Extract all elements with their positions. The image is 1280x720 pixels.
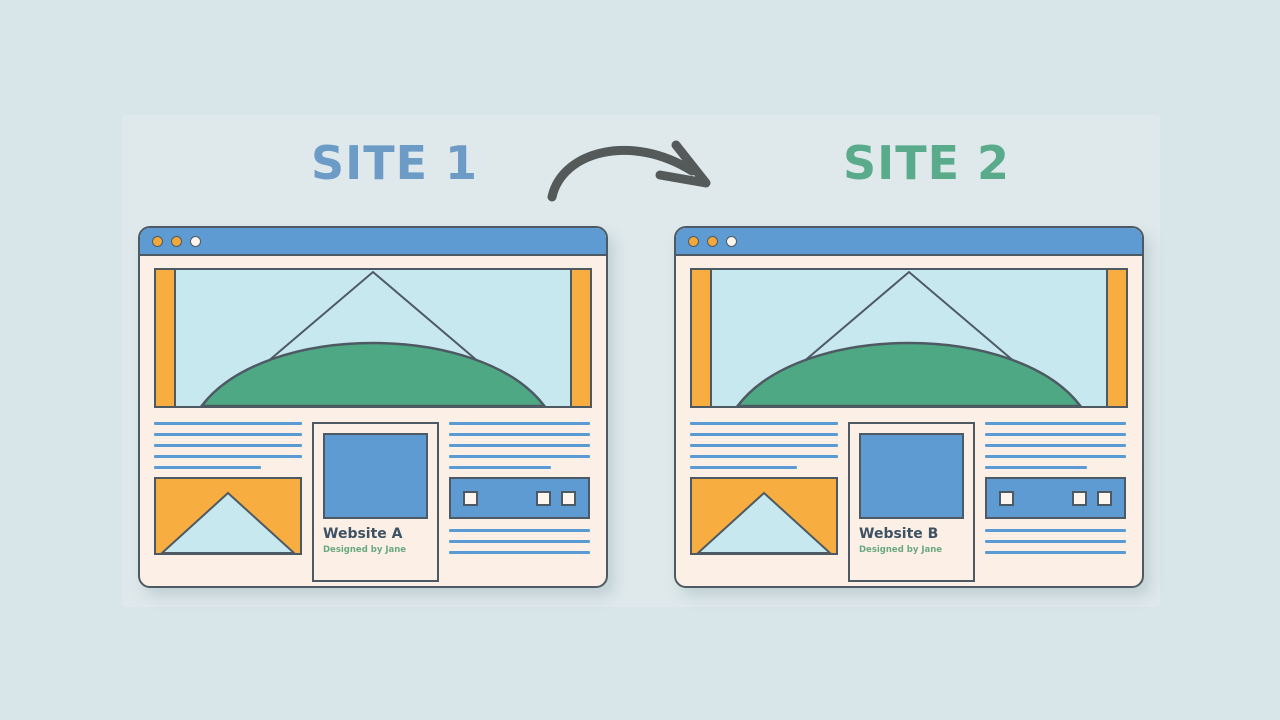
- minimize-dot-icon[interactable]: [171, 235, 182, 247]
- close-dot-icon[interactable]: [688, 235, 699, 247]
- text-line: [449, 444, 590, 447]
- left-column: [154, 422, 302, 582]
- widget-square-icon[interactable]: [536, 490, 551, 506]
- transition-arrow: [540, 125, 740, 215]
- center-column: Website A Designed by Jane: [312, 422, 439, 582]
- hero-banner: [690, 268, 1128, 408]
- text-lines-block: [690, 422, 838, 469]
- right-column: [985, 422, 1126, 582]
- center-column: Website B Designed by Jane: [848, 422, 975, 582]
- card-thumbnail: [323, 433, 428, 519]
- maximize-dot-icon[interactable]: [190, 235, 201, 247]
- toolbar-widget[interactable]: [985, 477, 1126, 519]
- widget-square-icon[interactable]: [999, 490, 1014, 506]
- left-image-placeholder: [690, 477, 838, 555]
- text-line: [985, 529, 1126, 532]
- hero-right-bar: [1106, 270, 1126, 406]
- widget-square-icon[interactable]: [463, 490, 478, 506]
- text-line: [690, 455, 838, 458]
- widget-square-icon[interactable]: [561, 490, 576, 506]
- text-line: [690, 444, 838, 447]
- text-lines-block-bottom: [449, 529, 590, 554]
- titlebar: [140, 228, 606, 256]
- text-line: [690, 422, 838, 425]
- page-viewport: Website B Designed by Jane: [676, 256, 1142, 586]
- text-line: [449, 466, 551, 469]
- content-columns: Website A Designed by Jane: [154, 422, 592, 582]
- text-line: [985, 433, 1126, 436]
- hero-banner: [154, 268, 592, 408]
- minimize-dot-icon[interactable]: [707, 235, 718, 247]
- text-line: [449, 551, 590, 554]
- content-columns: Website B Designed by Jane: [690, 422, 1128, 582]
- text-line: [449, 422, 590, 425]
- card-thumbnail: [859, 433, 964, 519]
- hero-landscape-illustration: [200, 270, 546, 406]
- text-line: [154, 433, 302, 436]
- text-lines-block-top: [985, 422, 1126, 469]
- hero-left-bar: [156, 270, 176, 406]
- site-card[interactable]: Website A Designed by Jane: [312, 422, 439, 582]
- text-line: [449, 529, 590, 532]
- close-dot-icon[interactable]: [152, 235, 163, 247]
- hero-landscape-illustration: [736, 270, 1082, 406]
- browser-window-site-1: Website A Designed by Jane: [138, 226, 608, 588]
- site-card[interactable]: Website B Designed by Jane: [848, 422, 975, 582]
- text-line: [154, 422, 302, 425]
- card-title: Website A: [323, 526, 403, 542]
- text-lines-block: [154, 422, 302, 469]
- text-line: [690, 433, 838, 436]
- hero-left-bar: [692, 270, 712, 406]
- text-line: [154, 455, 302, 458]
- text-line: [449, 455, 590, 458]
- text-line: [154, 466, 261, 469]
- curved-arrow-icon: [547, 140, 711, 202]
- text-line: [985, 551, 1126, 554]
- hero-right-bar: [570, 270, 590, 406]
- text-line: [985, 444, 1126, 447]
- site-1-heading: SITE 1: [311, 136, 479, 190]
- site-2-heading: SITE 2: [843, 136, 1011, 190]
- right-column: [449, 422, 590, 582]
- maximize-dot-icon[interactable]: [726, 235, 737, 247]
- text-line: [690, 466, 797, 469]
- card-title: Website B: [859, 526, 939, 542]
- text-line: [449, 540, 590, 543]
- mountain-icon: [160, 491, 296, 553]
- text-lines-block-bottom: [985, 529, 1126, 554]
- left-image-placeholder: [154, 477, 302, 555]
- text-line: [985, 466, 1087, 469]
- toolbar-widget[interactable]: [449, 477, 590, 519]
- left-column: [690, 422, 838, 582]
- mountain-icon: [696, 491, 832, 553]
- text-line: [154, 444, 302, 447]
- page-viewport: Website A Designed by Jane: [140, 256, 606, 586]
- text-lines-block-top: [449, 422, 590, 469]
- widget-square-icon[interactable]: [1072, 490, 1087, 506]
- text-line: [985, 422, 1126, 425]
- card-subtitle: Designed by Jane: [859, 545, 943, 556]
- widget-square-icon[interactable]: [1097, 490, 1112, 506]
- text-line: [449, 433, 590, 436]
- titlebar: [676, 228, 1142, 256]
- text-line: [985, 540, 1126, 543]
- text-line: [985, 455, 1126, 458]
- browser-window-site-2: Website B Designed by Jane: [674, 226, 1144, 588]
- card-subtitle: Designed by Jane: [323, 545, 407, 556]
